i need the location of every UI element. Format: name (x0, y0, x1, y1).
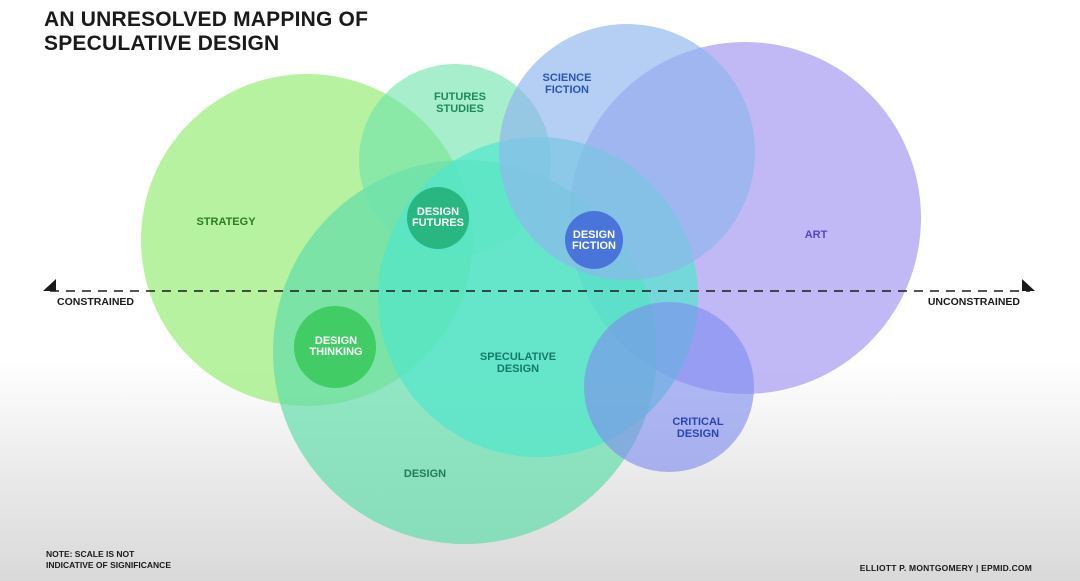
circle-science-fiction (499, 24, 755, 280)
label-design-thinking-2: THINKING (309, 346, 362, 358)
label-design-futures-1: DESIGN (417, 206, 459, 218)
label-design: DESIGN (404, 468, 446, 480)
scale-note-line-2: INDICATIVE OF SIGNIFICANCE (46, 560, 171, 570)
label-strategy: STRATEGY (196, 216, 256, 228)
scale-note: NOTE: SCALE IS NOT INDICATIVE OF SIGNIFI… (46, 549, 171, 571)
label-critical-design-2: DESIGN (677, 428, 719, 440)
axis-arrow-left-icon (43, 279, 56, 291)
page-title: AN UNRESOLVED MAPPING OF SPECULATIVE DES… (44, 8, 368, 56)
title-line-1: AN UNRESOLVED MAPPING OF (44, 8, 369, 31)
label-science-fiction-1: SCIENCE (543, 72, 592, 84)
label-speculative-design-2: DESIGN (497, 363, 539, 375)
label-speculative-design-1: SPECULATIVE (480, 351, 556, 363)
label-design-fiction-1: DESIGN (573, 229, 615, 241)
circle-design-thinking (294, 306, 376, 388)
label-futures-studies-2: STUDIES (436, 103, 484, 115)
axis-label-constrained: CONSTRAINED (57, 296, 135, 308)
circle-design-fiction (565, 211, 623, 269)
label-design-fiction-2: FICTION (572, 240, 616, 252)
circle-critical-design (584, 302, 754, 472)
label-futures-studies-1: FUTURES (434, 91, 486, 103)
circle-design-futures (407, 187, 469, 249)
label-critical-design-1: CRITICAL (672, 416, 724, 428)
label-design-thinking-1: DESIGN (315, 335, 357, 347)
scale-note-line-1: NOTE: SCALE IS NOT (46, 549, 135, 559)
title-line-2: SPECULATIVE DESIGN (44, 32, 280, 55)
label-science-fiction-2: FICTION (545, 84, 589, 96)
label-design-futures-2: FUTURES (412, 217, 464, 229)
axis-label-unconstrained: UNCONSTRAINED (927, 296, 1020, 308)
author-credit: ELLIOTT P. MONTGOMERY | EPMID.COM (859, 563, 1032, 573)
label-art: ART (805, 229, 828, 241)
axis-arrow-right-icon (1022, 279, 1035, 291)
